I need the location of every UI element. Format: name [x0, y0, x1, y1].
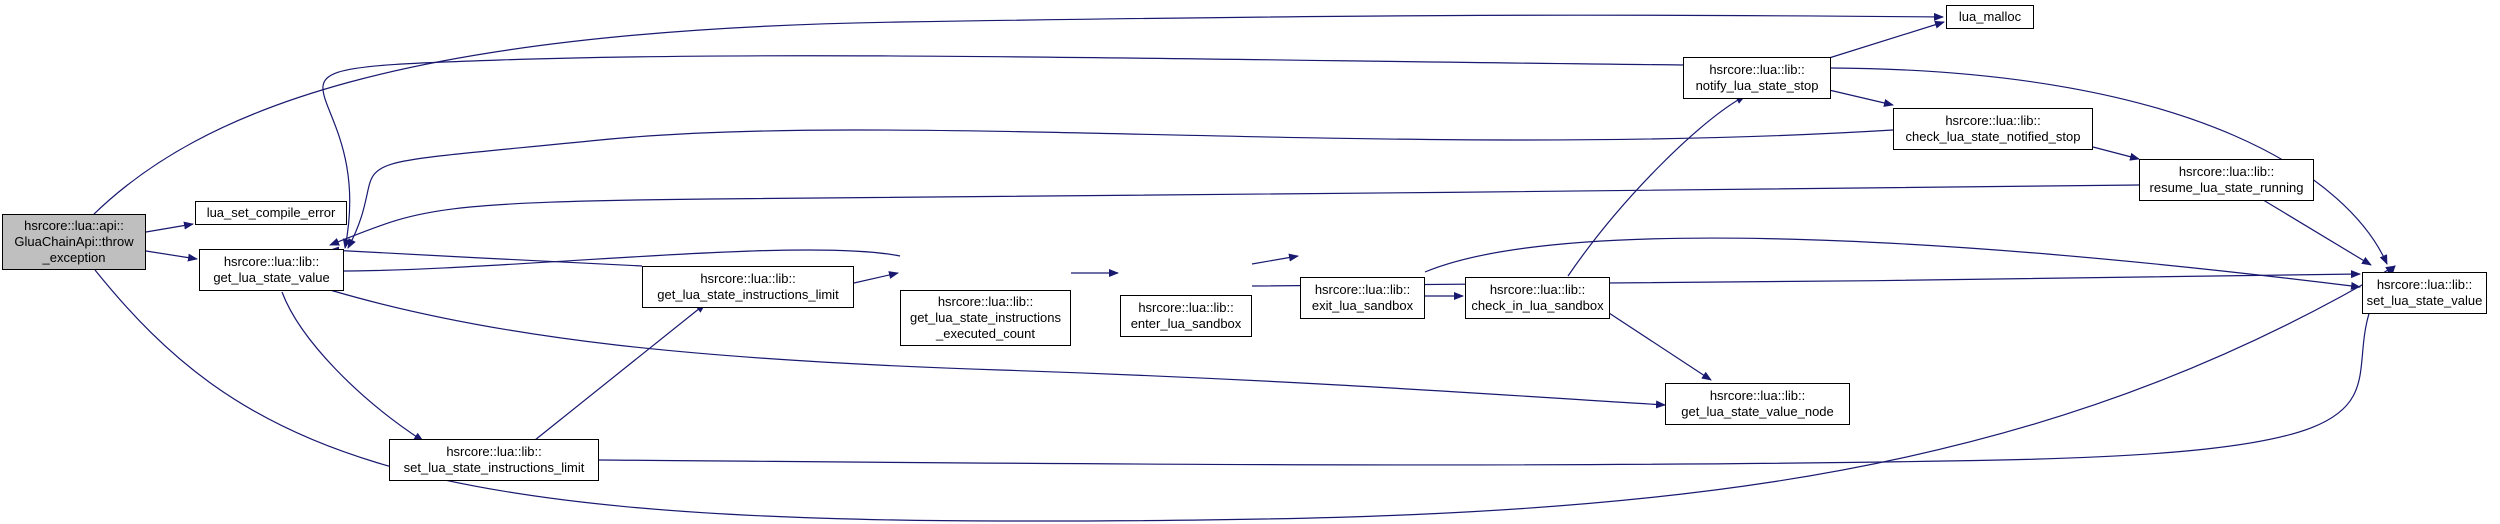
node-check-lua-state-notified-stop-line-1: hsrcore::lua::lib:: — [1945, 113, 2041, 128]
node-get-lua-state-instructions-executed-count[interactable]: hsrcore::lua::lib:: get_lua_state_instru… — [900, 290, 1071, 346]
edge-get-limit-to-get-value — [329, 246, 643, 267]
node-get-lua-state-value-node-line-2: get_lua_state_value_node — [1681, 404, 1834, 419]
node-get-lua-state-instructions-limit-line-2: get_lua_state_instructions_limit — [657, 287, 839, 302]
edge-exit-to-set-value — [1424, 237, 2361, 290]
node-exit-lua-sandbox-line-1: hsrcore::lua::lib:: — [1314, 282, 1411, 297]
edge-throw-to-lua-set-compile-error — [145, 221, 194, 233]
node-enter-lua-sandbox-line-1: hsrcore::lua::lib:: — [1138, 300, 1234, 315]
node-resume-lua-state-running[interactable]: hsrcore::lua::lib:: resume_lua_state_run… — [2139, 159, 2314, 201]
node-lua-malloc[interactable]: lua_malloc — [1946, 5, 2034, 29]
node-get-lua-state-instructions-limit[interactable]: hsrcore::lua::lib:: get_lua_state_instru… — [642, 266, 854, 308]
node-throw-exception-line-1: hsrcore::lua::api:: — [24, 218, 124, 233]
node-executed-count-line-2: get_lua_state_instructions — [909, 310, 1062, 325]
edge-resume-to-get-value — [329, 184, 2140, 246]
node-check-lua-state-notified-stop[interactable]: hsrcore::lua::lib:: check_lua_state_noti… — [1893, 108, 2093, 150]
node-throw-exception-line-2: GluaChainApi::throw — [14, 234, 134, 249]
node-set-lua-state-instructions-limit-line-1: hsrcore::lua::lib:: — [446, 444, 542, 459]
node-check-in-lua-sandbox[interactable]: hsrcore::lua::lib:: check_in_lua_sandbox — [1465, 277, 1610, 319]
node-check-in-lua-sandbox-line-2: check_in_lua_sandbox — [1471, 298, 1604, 313]
node-exit-lua-sandbox[interactable]: hsrcore::lua::lib:: exit_lua_sandbox — [1300, 277, 1425, 319]
node-lua-set-compile-error[interactable]: lua_set_compile_error — [195, 201, 347, 225]
edge-get-limit-to-executed-count — [853, 271, 899, 284]
node-executed-count-line-1: hsrcore::lua::lib:: — [937, 294, 1034, 309]
node-enter-lua-sandbox[interactable]: hsrcore::lua::lib:: enter_lua_sandbox — [1120, 295, 1252, 337]
edge-notify-to-set-value — [1830, 67, 2388, 265]
edge-enter-to-exit-sandbox — [1251, 253, 1299, 265]
node-notify-lua-state-stop-line-2: notify_lua_state_stop — [1695, 78, 1819, 93]
edge-notify-to-get-value — [322, 55, 1684, 249]
node-throw-exception: hsrcore::lua::api:: GluaChainApi::throw … — [2, 214, 146, 270]
node-get-lua-state-instructions-limit-line-1: hsrcore::lua::lib:: — [700, 271, 796, 286]
node-exit-lua-sandbox-line-2: exit_lua_sandbox — [1311, 298, 1414, 313]
node-set-lua-state-instructions-limit[interactable]: hsrcore::lua::lib:: set_lua_state_instru… — [389, 439, 599, 481]
node-set-lua-state-value[interactable]: hsrcore::lua::lib:: set_lua_state_value — [2362, 272, 2487, 314]
node-executed-count-line-3: _executed_count — [935, 326, 1036, 341]
edge-throw-to-get-lua-state-value — [145, 250, 198, 262]
edge-get-value-to-set-instructions-limit — [281, 291, 424, 442]
edge-set-limit-to-set-value — [598, 265, 2396, 466]
edge-executed-count-to-get-value — [329, 249, 901, 276]
node-check-in-lua-sandbox-line-1: hsrcore::lua::lib:: — [1489, 282, 1586, 297]
node-throw-exception-line-3: _exception — [42, 250, 106, 265]
node-get-lua-state-value-node[interactable]: hsrcore::lua::lib:: get_lua_state_value_… — [1665, 383, 1850, 425]
edge-throw-to-lua-malloc — [91, 12, 1944, 217]
node-notify-lua-state-stop[interactable]: hsrcore::lua::lib:: notify_lua_state_sto… — [1683, 57, 1831, 99]
node-resume-lua-state-running-line-1: hsrcore::lua::lib:: — [2178, 164, 2275, 179]
node-get-lua-state-value[interactable]: hsrcore::lua::lib:: get_lua_state_value — [199, 249, 344, 291]
edge-check-in-to-notify-stop — [1567, 95, 1746, 277]
edge-notify-to-check-notified-stop — [1828, 89, 1894, 107]
node-set-lua-state-value-line-1: hsrcore::lua::lib:: — [2376, 277, 2473, 292]
node-set-lua-state-instructions-limit-line-2: set_lua_state_instructions_limit — [403, 460, 585, 475]
edge-check-notified-to-get-value — [347, 129, 1894, 249]
edge-check-in-to-get-value-node — [1608, 312, 1712, 381]
node-lua-set-compile-error-line-1: lua_set_compile_error — [206, 205, 336, 220]
edge-notify-to-lua-malloc — [1828, 20, 1945, 59]
edge-check-notified-to-resume — [2092, 146, 2140, 161]
edge-get-value-to-get-value-node — [329, 289, 1666, 409]
node-check-lua-state-notified-stop-line-2: check_lua_state_notified_stop — [1905, 129, 2081, 144]
node-resume-lua-state-running-line-2: resume_lua_state_running — [2149, 180, 2304, 195]
edge-set-limit-to-get-limit — [534, 303, 706, 441]
node-get-lua-state-value-line-2: get_lua_state_value — [213, 270, 330, 285]
node-enter-lua-sandbox-line-2: enter_lua_sandbox — [1130, 316, 1242, 331]
node-lua-malloc-line-1: lua_malloc — [1958, 9, 2022, 24]
node-notify-lua-state-stop-line-1: hsrcore::lua::lib:: — [1709, 62, 1805, 77]
edge-throw-to-set-lua-state-value — [94, 265, 2396, 522]
node-set-lua-state-value-line-2: set_lua_state_value — [2366, 293, 2483, 308]
node-get-lua-state-value-node-line-1: hsrcore::lua::lib:: — [1709, 388, 1806, 403]
node-get-lua-state-value-line-1: hsrcore::lua::lib:: — [223, 254, 320, 269]
